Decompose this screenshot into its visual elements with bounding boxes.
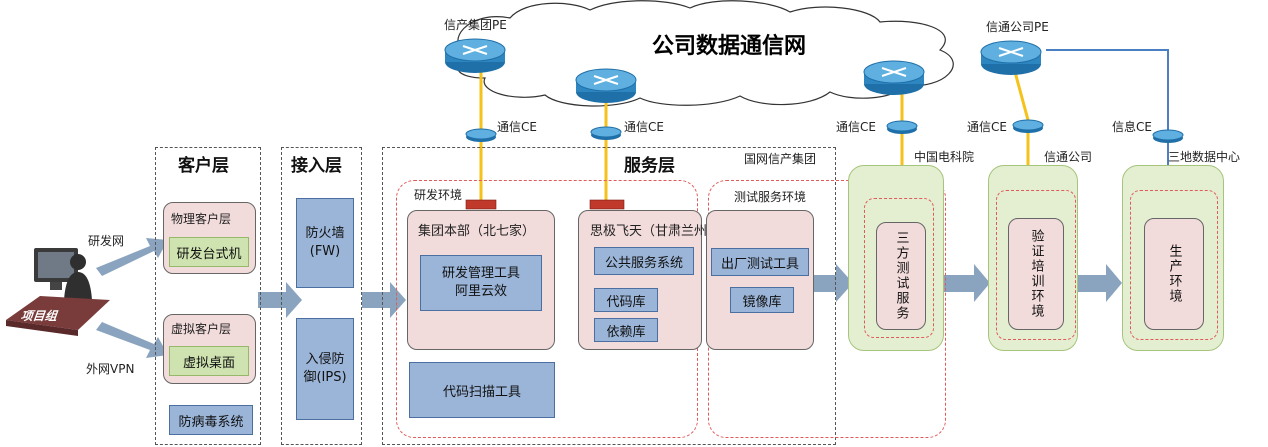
router-cepri xyxy=(863,60,925,95)
antivirus-box[interactable]: 防病毒系统 xyxy=(169,405,253,435)
test-panel xyxy=(706,210,814,350)
ce-label-2: 通信CE xyxy=(624,120,664,134)
ce-label-4: 通信CE xyxy=(967,120,1007,134)
dc-dash xyxy=(1130,190,1218,340)
dev-env-label: 研发环境 xyxy=(414,188,463,202)
group-name-label: 国网信产集团 xyxy=(744,152,817,166)
service-layer-title: 服务层 xyxy=(624,156,675,176)
dc-label: 三地数据中心 xyxy=(1168,150,1241,164)
router-pe-right xyxy=(980,40,1042,75)
dev-mgmt-tool-box[interactable]: 研发管理工具 阿里云效 xyxy=(420,255,542,311)
cepri-dash xyxy=(864,198,934,338)
net-label-bottom: 外网VPN xyxy=(86,362,135,376)
xintong-dash xyxy=(996,190,1076,340)
service-layer-frame xyxy=(382,147,836,445)
router-mid xyxy=(575,68,637,103)
firewall-text: 防火墙(FW) xyxy=(305,226,345,259)
ce-label-3: 通信CE xyxy=(836,120,876,134)
public-service-box[interactable]: 公共服务系统 xyxy=(594,247,694,275)
hq-title: 集团本部（北七家） xyxy=(418,224,536,239)
factory-test-box[interactable]: 出厂测试工具 xyxy=(711,248,809,276)
virtual-desktop-box[interactable]: 虚拟桌面 xyxy=(169,346,249,376)
code-scan-box[interactable]: 代码扫描工具 xyxy=(409,362,555,418)
project-group-label: 项目组 xyxy=(19,309,61,323)
flow-arrows xyxy=(96,238,1122,358)
net-label-top: 研发网 xyxy=(88,234,125,248)
code-repo-box[interactable]: 代码库 xyxy=(594,288,658,312)
access-layer-frame xyxy=(281,147,362,445)
ce-routers xyxy=(465,119,1184,143)
client-layer-title: 客户层 xyxy=(178,156,229,176)
cepri-label: 中国电科院 xyxy=(914,150,975,164)
sj-title: 思极飞天（甘肃兰州） xyxy=(590,224,721,239)
project-group-icon xyxy=(6,248,110,336)
mirror-repo-box[interactable]: 镜像库 xyxy=(730,287,794,313)
access-layer-title: 接入层 xyxy=(291,156,342,176)
pe-right-label: 信通公司PE xyxy=(986,20,1049,34)
dev-desktop-box[interactable]: 研发台式机 xyxy=(169,237,249,267)
ips-box[interactable]: 入侵防御(IPS) xyxy=(296,318,354,420)
virtual-client-title: 虚拟客户层 xyxy=(171,322,232,336)
physical-client-title: 物理客户层 xyxy=(171,212,232,226)
firewall-box[interactable]: 防火墙(FW) xyxy=(296,198,354,288)
ce-label-1: 通信CE xyxy=(497,120,537,134)
third-party-test-box[interactable]: 三方测试服务 xyxy=(876,222,926,330)
client-layer-frame xyxy=(155,147,261,445)
router-pe-left xyxy=(444,38,506,73)
xintong-label: 信通公司 xyxy=(1044,150,1093,164)
training-env-box[interactable]: 验证培训环境 xyxy=(1008,218,1064,330)
pe-left-label: 信产集团PE xyxy=(444,18,507,32)
ce-label-5: 信息CE xyxy=(1112,120,1152,134)
test-env-label: 测试服务环境 xyxy=(734,190,807,204)
cloud-title: 公司数据通信网 xyxy=(652,34,807,59)
ips-text: 入侵防御(IPS) xyxy=(303,352,347,385)
production-env-box[interactable]: 生产环境 xyxy=(1144,218,1204,330)
dependency-repo-box[interactable]: 依赖库 xyxy=(594,318,658,342)
